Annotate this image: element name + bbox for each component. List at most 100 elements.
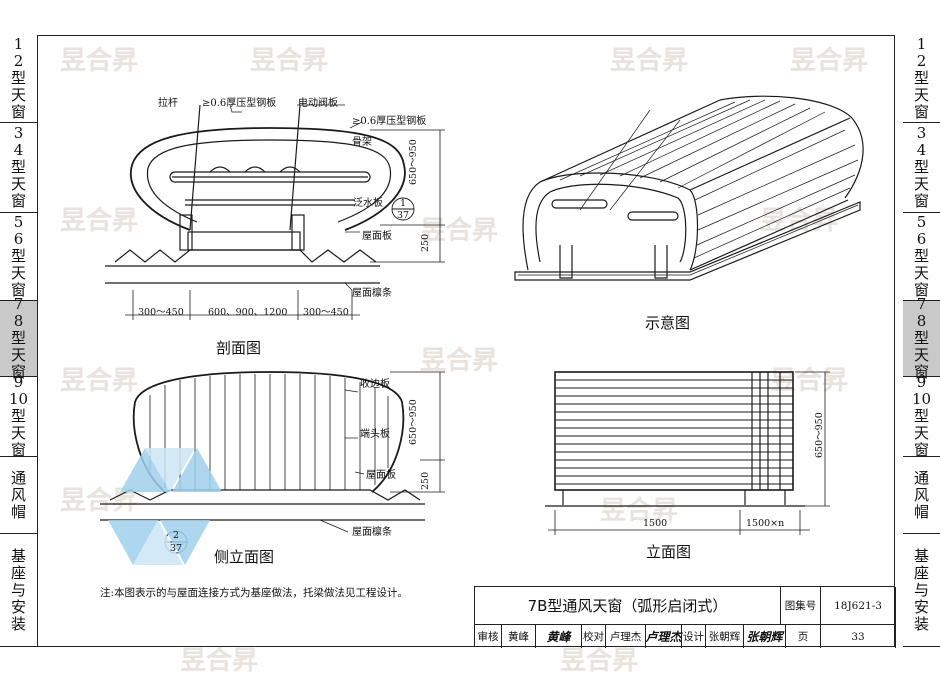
label-roof-panel-side: 屋面板 xyxy=(366,470,396,481)
chapter-tab-char: 型 xyxy=(913,247,929,265)
designer-signature: 张朝辉 xyxy=(744,625,786,648)
drawing-frame xyxy=(37,35,895,647)
chapter-tab-char: 型 xyxy=(10,247,26,265)
caption-section: 剖面图 xyxy=(216,339,262,357)
chapter-tab-char: 天 xyxy=(913,264,929,282)
chapter-tab-char: 安 xyxy=(10,597,26,616)
chapter-tab-char: 窗 xyxy=(913,363,929,381)
schematic-drawing xyxy=(514,95,864,281)
chapter-tab-char: 通 xyxy=(10,468,26,487)
chapter-tab-char: 窗 xyxy=(10,192,26,210)
chapter-tab-char: 3 xyxy=(13,124,24,142)
chapter-tab-6[interactable]: 通风帽 xyxy=(0,457,37,534)
chapter-tab-char: 窗 xyxy=(10,281,26,299)
caption-side-elevation: 侧立面图 xyxy=(214,548,275,566)
chapter-tab-char: 7 xyxy=(916,295,927,313)
chapter-tab-char: 天 xyxy=(10,424,26,442)
chapter-tab-char: 装 xyxy=(913,614,929,633)
checker-signature: 卢理杰 xyxy=(646,625,682,648)
label-valve-plate: 电动阀板 xyxy=(298,98,338,109)
chapter-tab-char: 1 xyxy=(916,35,927,53)
chapter-tab-char: 型 xyxy=(913,407,929,425)
chapter-tab-char: 座 xyxy=(10,563,26,582)
chapter-tab-char: 型 xyxy=(913,329,929,347)
chapter-tab-char: 窗 xyxy=(913,441,929,459)
chapter-tab-char: 型 xyxy=(10,69,26,87)
chapter-tab-char: 窗 xyxy=(10,363,26,381)
label-edge-plate: 收边板 xyxy=(360,379,390,390)
chapter-tab-char: 帽 xyxy=(10,502,26,521)
page-number: 33 xyxy=(821,625,896,648)
chapter-tab-char: 8 xyxy=(13,312,24,330)
design-label: 设计 xyxy=(682,625,706,648)
chapter-tab-char: 1 xyxy=(13,35,24,53)
chapter-tab-char: 天 xyxy=(913,86,929,104)
label-purlin-side: 屋面檩条 xyxy=(352,527,392,538)
chapter-tab-char: 9 xyxy=(13,373,24,391)
checker-name: 卢理杰 xyxy=(606,625,646,648)
chapter-tab-char: 基 xyxy=(913,546,929,565)
chapter-tab-char: 窗 xyxy=(913,281,929,299)
label-frame: 骨架 xyxy=(352,137,372,148)
chapter-tab-char: 天 xyxy=(913,175,929,193)
chapter-tab-char: 窗 xyxy=(10,441,26,459)
chapter-tab-char: 座 xyxy=(913,563,929,582)
atlas-label: 图集号 xyxy=(781,587,821,625)
check-label: 校对 xyxy=(582,625,606,648)
label-steel-plate-2: ≥0.6厚压型钢板 xyxy=(352,116,427,127)
review-label: 审核 xyxy=(475,625,502,648)
chapter-tab-6[interactable]: 通风帽 xyxy=(903,457,940,534)
chapter-tab-char: 帽 xyxy=(913,502,929,521)
chapter-tab-char: 6 xyxy=(13,230,24,248)
chapter-tab-char: 天 xyxy=(913,424,929,442)
chapter-tab-char: 10 xyxy=(8,390,29,408)
label-rod: 拉杆 xyxy=(158,98,178,109)
caption-schematic: 示意图 xyxy=(645,314,691,332)
chapter-tab-7[interactable]: 基座与安装 xyxy=(0,534,37,647)
chapter-tab-char: 4 xyxy=(13,141,24,159)
dim-middle: 600、900、1200 xyxy=(208,307,288,318)
chapter-tab-char: 安 xyxy=(913,597,929,616)
chapter-tab-char: 5 xyxy=(13,213,24,231)
chapter-tab-char: 3 xyxy=(916,124,927,142)
chapter-tab-char: 基 xyxy=(10,546,26,565)
chapter-tab-7[interactable]: 基座与安装 xyxy=(903,534,940,647)
dim-right: 300～450 xyxy=(303,307,349,318)
chapter-tab-char: 10 xyxy=(911,390,932,408)
chapter-tab-char: 风 xyxy=(10,485,26,504)
dim-elev-height: 650～950 xyxy=(814,412,825,458)
dim-side-base: 250 xyxy=(420,471,431,490)
dim-base: 250 xyxy=(420,233,431,252)
elevation-drawing xyxy=(545,371,830,535)
chapter-tab-char: 天 xyxy=(913,346,929,364)
dim-elev-right: 1500×n xyxy=(746,518,785,529)
chapter-tab-char: 型 xyxy=(10,407,26,425)
callout-side-bottom: 37 xyxy=(169,543,183,554)
chapter-tab-char: 2 xyxy=(13,52,24,70)
dim-left: 300～450 xyxy=(138,307,184,318)
reviewer-signature: 黄峰 xyxy=(536,625,582,648)
chapter-tab-char: 窗 xyxy=(913,192,929,210)
section-drawing xyxy=(105,104,445,320)
chapter-tab-char: 6 xyxy=(916,230,927,248)
chapter-tab-char: 装 xyxy=(10,614,26,633)
callout-side-top: 2 xyxy=(172,530,180,541)
dim-side-height: 650～950 xyxy=(408,399,419,445)
chapter-tab-char: 型 xyxy=(10,158,26,176)
caption-elevation: 立面图 xyxy=(646,543,692,561)
chapter-tab-char: 天 xyxy=(10,346,26,364)
chapter-tab-char: 风 xyxy=(913,485,929,504)
